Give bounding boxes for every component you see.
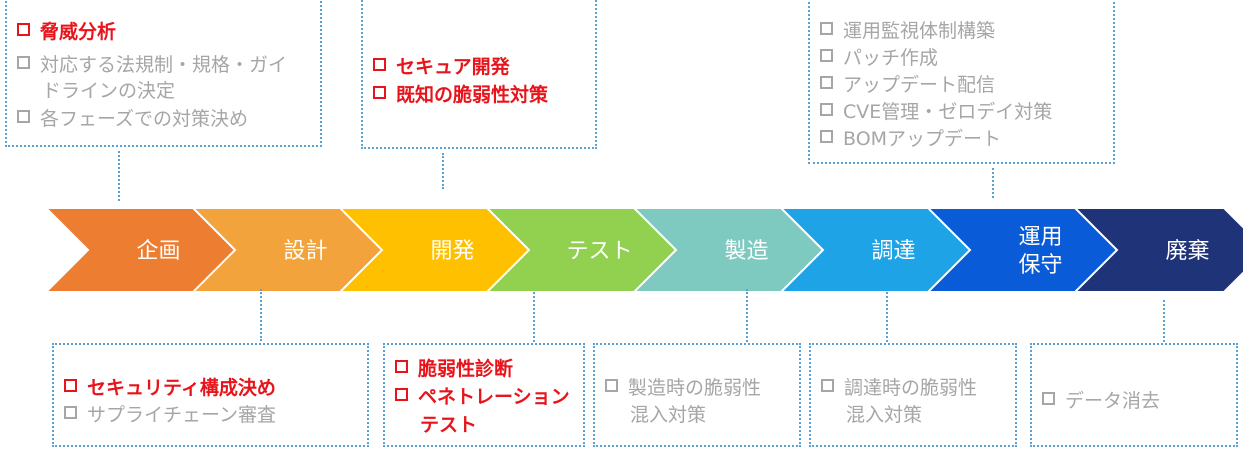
connector-sekkei: [260, 289, 262, 341]
checkbox-icon: [395, 388, 408, 401]
box-item: データ消去: [1042, 386, 1160, 413]
connector-test: [533, 292, 535, 342]
box-item: BOMアップデート: [820, 124, 1001, 151]
box-item: ドラインの決定: [42, 80, 176, 102]
checkbox-icon: [820, 76, 833, 89]
stage-label-seizo: 製造: [724, 239, 768, 264]
checkbox-icon: [17, 110, 30, 123]
box-chotatsu: 調達時の脆弱性 混入対策: [809, 343, 1017, 447]
connector-seizo: [746, 289, 748, 342]
checkbox-icon: [373, 58, 386, 71]
checkbox-icon: [17, 23, 30, 36]
stage-label-unyo: 保守: [1018, 253, 1062, 278]
stage-label-kaihatsu: 開発: [430, 239, 474, 264]
checkbox-icon: [820, 130, 833, 143]
stage-label-chotatsu: 調達: [871, 239, 915, 264]
box-item: 対応する法規制・規格・ガイ: [17, 50, 287, 77]
checkbox-icon: [64, 379, 77, 392]
box-item: CVE管理・ゼロデイ対策: [820, 97, 1052, 124]
box-seizo: 製造時の脆弱性 混入対策: [593, 343, 801, 447]
checkbox-icon: [605, 379, 618, 392]
box-item: 各フェーズでの対策決め: [17, 104, 248, 131]
stage-label-kikaku: 企画: [136, 239, 180, 264]
box-item: 調達時の脆弱性: [821, 373, 977, 400]
checkbox-icon: [395, 360, 408, 373]
box-item: 製造時の脆弱性: [605, 373, 761, 400]
checkbox-icon: [821, 379, 834, 392]
connector-kikaku: [118, 151, 120, 201]
connector-unyo: [992, 168, 994, 198]
box-item: サプライチェーン審査: [64, 400, 276, 427]
box-item: 脅威分析: [17, 17, 116, 44]
checkbox-icon: [820, 103, 833, 116]
stage-label-haiki: 廃棄: [1165, 239, 1209, 264]
box-item: パッチ作成: [820, 43, 938, 70]
box-unyo: 運用監視体制構築 パッチ作成 アップデート配信 CVE管理・ゼロデイ対策 BOM…: [808, 0, 1115, 164]
box-haiki: データ消去: [1030, 343, 1238, 447]
connector-chotatsu: [886, 292, 888, 342]
box-item: 運用監視体制構築: [820, 16, 995, 43]
checkbox-icon: [1042, 392, 1055, 405]
box-sekkei: セキュリティ構成決め サプライチェーン審査: [52, 343, 369, 447]
box-item: セキュア開発: [373, 52, 510, 79]
box-item: セキュリティ構成決め: [64, 373, 276, 400]
box-item: 脆弱性診断: [395, 354, 513, 381]
box-test: 脆弱性診断 ペネトレーション テスト: [383, 343, 585, 447]
box-item: ペネトレーション: [395, 382, 570, 409]
box-kaihatsu: セキュア開発 既知の脆弱性対策: [361, 0, 597, 149]
box-item: 混入対策: [846, 404, 923, 426]
box-item: 既知の脆弱性対策: [373, 80, 548, 107]
stage-label-test: テスト: [566, 239, 632, 264]
stage-label-sekkei: 設計: [283, 239, 327, 264]
checkbox-icon: [820, 49, 833, 62]
checkbox-icon: [373, 86, 386, 99]
checkbox-icon: [17, 56, 30, 69]
checkbox-icon: [820, 22, 833, 35]
stage-chevron-haiki: [1072, 207, 1243, 293]
stage-label-unyo: 運用: [1018, 225, 1062, 250]
checkbox-icon: [64, 406, 77, 419]
connector-kaihatsu: [442, 153, 444, 189]
box-item: アップデート配信: [820, 70, 995, 97]
connector-haiki: [1163, 300, 1165, 342]
box-item: 混入対策: [630, 404, 707, 426]
box-item: テスト: [420, 414, 478, 436]
box-kikaku: 脅威分析 対応する法規制・規格・ガイ ドラインの決定 各フェーズでの対策決め: [5, 0, 322, 147]
